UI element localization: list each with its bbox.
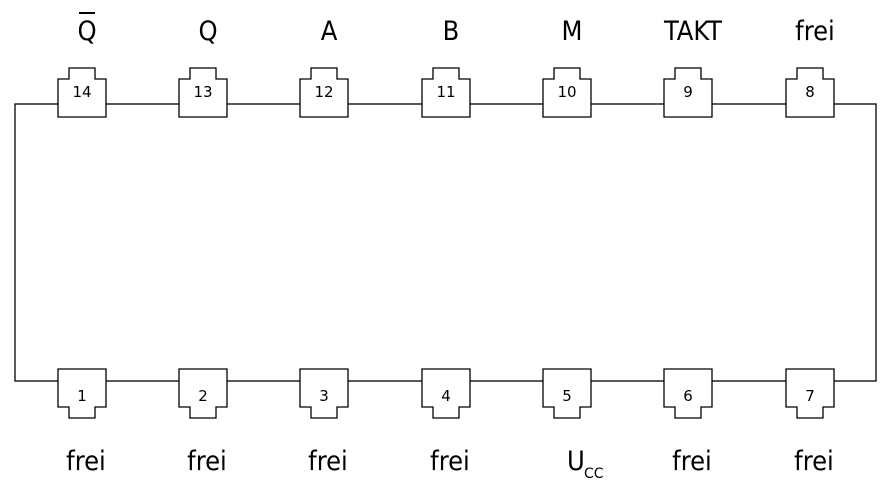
pin-number: 1	[77, 387, 87, 405]
pin-number: 4	[441, 387, 451, 405]
pin-outline	[542, 67, 592, 118]
pin-outline	[57, 67, 107, 118]
pin-outline	[57, 368, 107, 419]
pin-8: 8 frei	[785, 16, 835, 118]
pin-label: frei	[795, 16, 835, 47]
pin-6: 6 frei	[663, 368, 713, 477]
pin-outline	[663, 368, 713, 419]
pin-outline	[299, 67, 349, 118]
pin-9: 9 TAKT	[663, 16, 722, 118]
pin-number: 10	[557, 83, 576, 101]
pin-outline	[785, 368, 835, 419]
pin-label: frei	[66, 446, 106, 477]
pin-outline	[178, 368, 228, 419]
pin-outline	[178, 67, 228, 118]
pin-number: 5	[562, 387, 572, 405]
pin-outline	[663, 67, 713, 118]
pin-number: 11	[436, 83, 455, 101]
pin-label: B	[443, 16, 460, 47]
pin-13: 13 Q	[178, 16, 228, 118]
pin-1: 1 frei	[57, 368, 107, 477]
top-pin-row: 14 Q 13 Q 12 A 11 B 10 M 9 TAKT 8 frei	[57, 12, 835, 118]
pin-number: 12	[314, 83, 333, 101]
pin-label: M	[562, 16, 583, 47]
pin-outline	[421, 368, 471, 419]
pin-label: TAKT	[663, 16, 722, 47]
pin-label: frei	[308, 446, 348, 477]
pin-label: A	[321, 16, 338, 47]
pin-7: 7 frei	[785, 368, 835, 477]
pin-number: 7	[805, 387, 815, 405]
pin-10: 10 M	[542, 16, 592, 118]
pin-number: 14	[72, 83, 91, 101]
pin-label: Q	[198, 16, 217, 47]
pin-label-subscript: CC	[584, 466, 604, 481]
pin-label: frei	[672, 446, 712, 477]
pin-outline	[785, 67, 835, 118]
pin-number: 9	[683, 83, 693, 101]
pin-outline	[421, 67, 471, 118]
pin-14: 14 Q	[57, 12, 107, 118]
pin-2: 2 frei	[178, 368, 228, 477]
pin-4: 4 frei	[421, 368, 471, 477]
pin-11: 11 B	[421, 16, 471, 118]
pin-number: 2	[198, 387, 208, 405]
pin-number: 8	[805, 83, 815, 101]
pin-number: 13	[193, 83, 212, 101]
pin-label: frei	[187, 446, 227, 477]
pin-label: frei	[794, 446, 834, 477]
pin-number: 3	[319, 387, 329, 405]
chip-body	[14, 103, 877, 382]
pin-outline	[542, 368, 592, 419]
pin-number: 6	[683, 387, 693, 405]
pin-12: 12 A	[299, 16, 349, 118]
pin-label: Q	[77, 16, 96, 47]
pin-3: 3 frei	[299, 368, 349, 477]
pin-label: U	[567, 446, 585, 477]
pin-outline	[299, 368, 349, 419]
pin-label: frei	[430, 446, 470, 477]
